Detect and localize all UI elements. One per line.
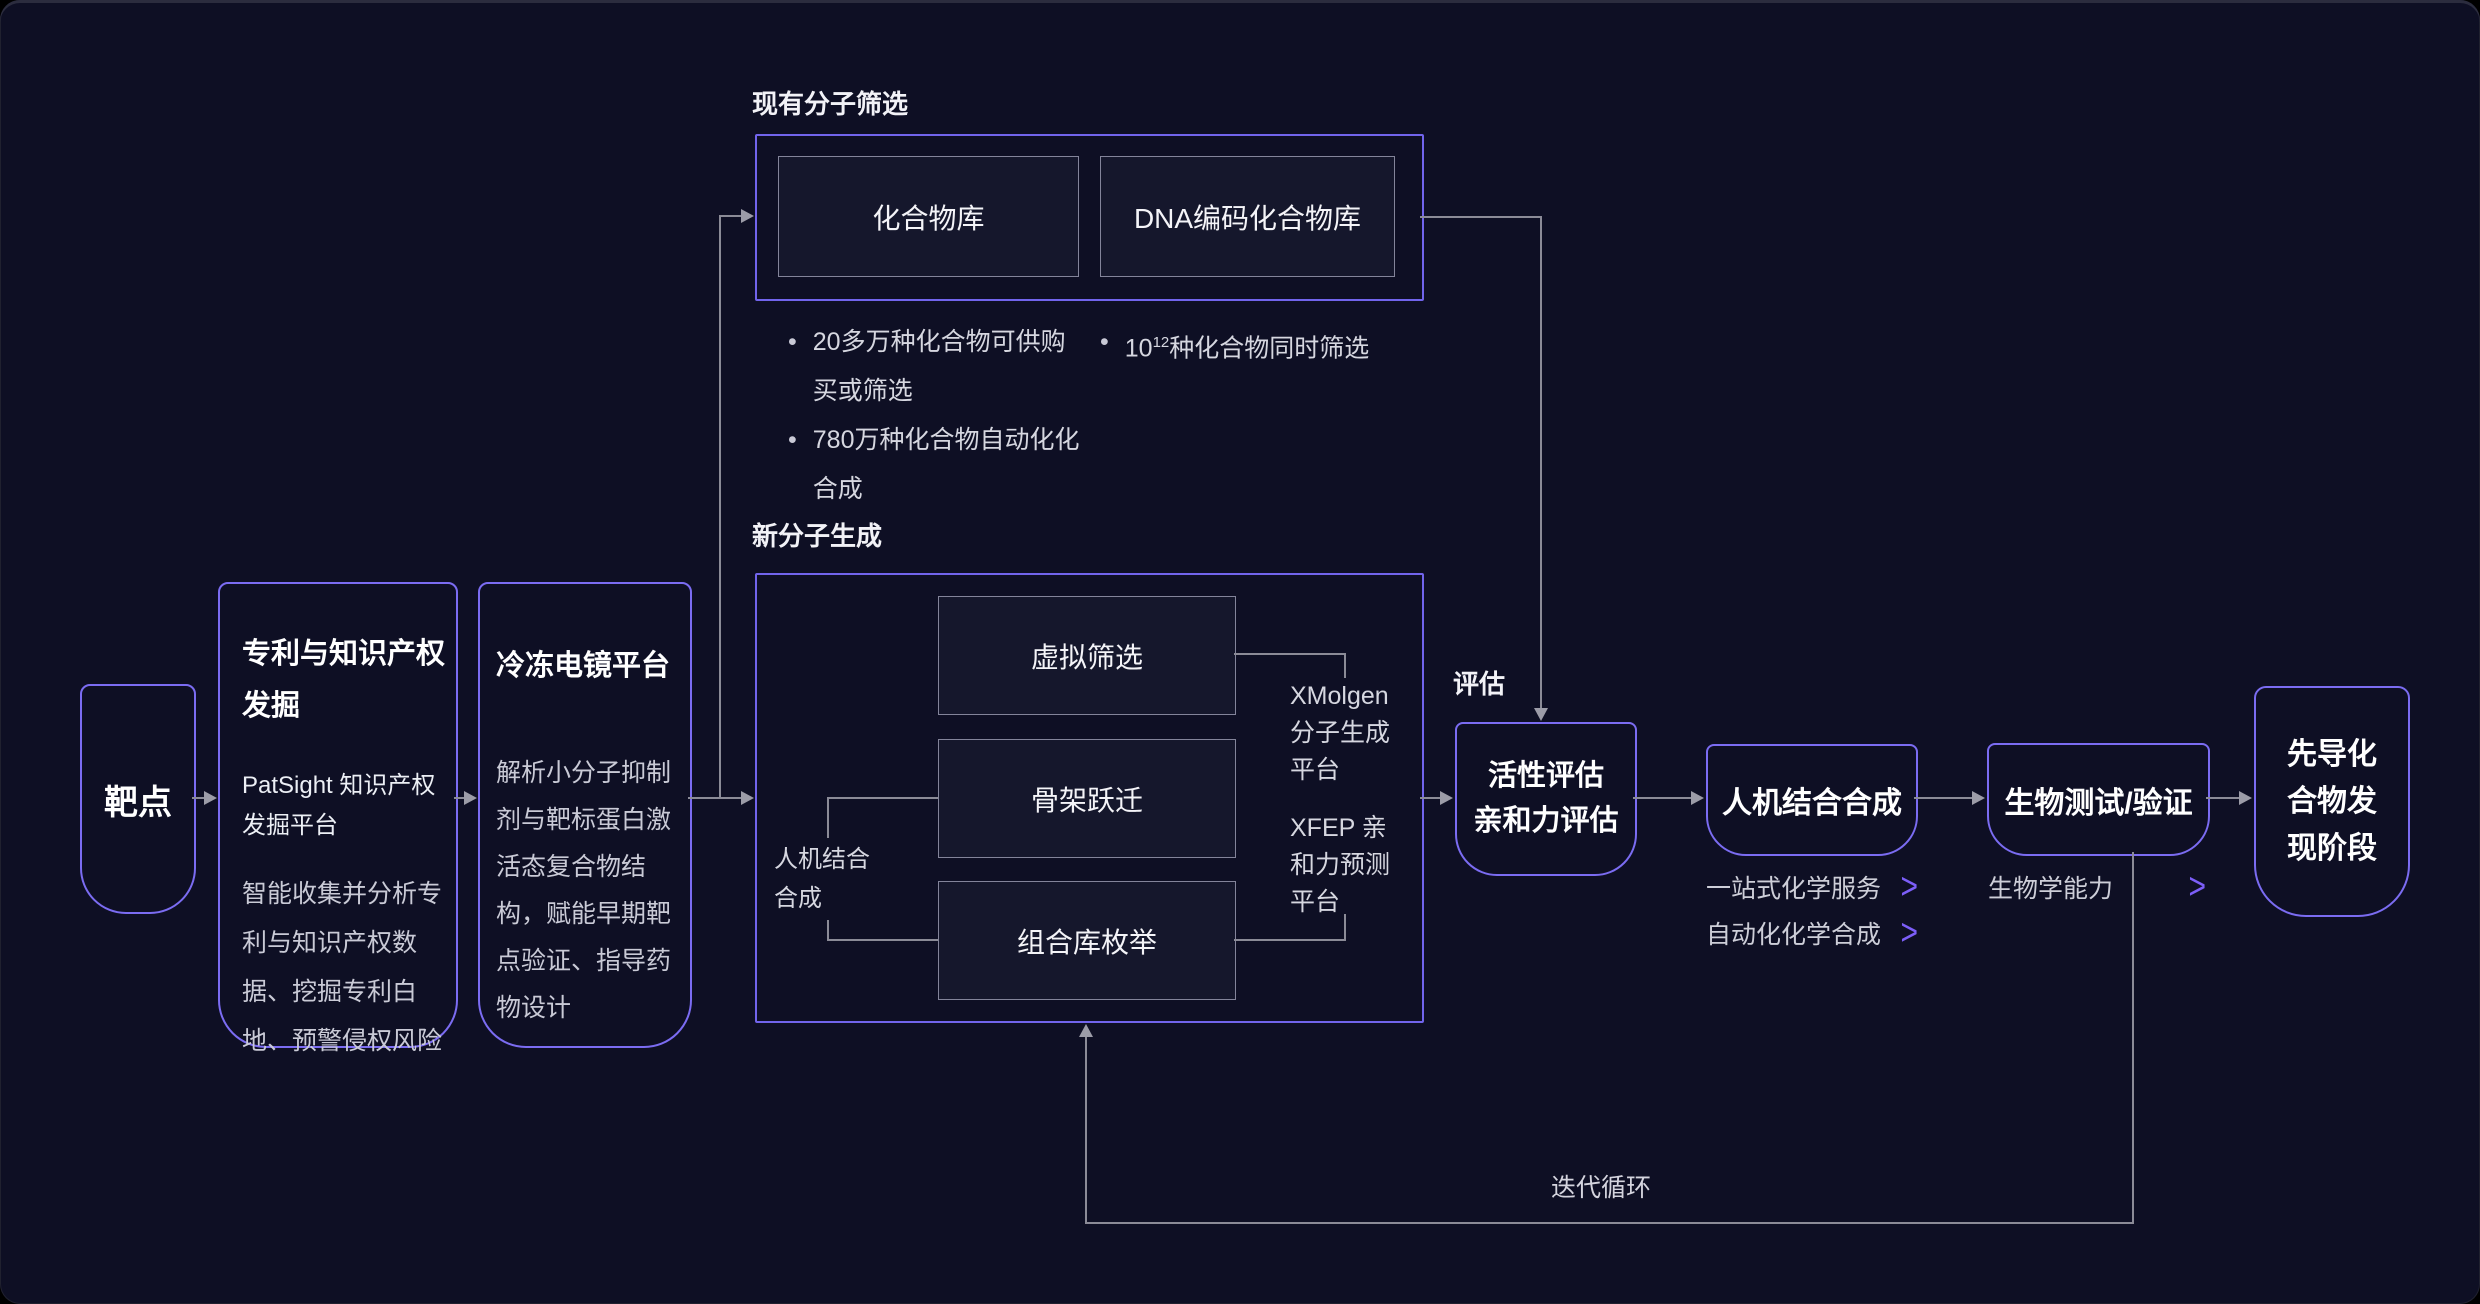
activity-evaluation-box: 活性评估 亲和力评估 xyxy=(1455,722,1637,876)
loop-right-vertical xyxy=(2132,852,2134,1224)
lead-compound-stage-box: 先导化 合物发 现阶段 xyxy=(2254,686,2410,917)
chevron-right-icon: > xyxy=(1900,911,1918,953)
compound-library-box: 化合物库 xyxy=(778,156,1079,277)
human-machine-synthesis-box: 人机结合合成 xyxy=(1706,744,1918,856)
dna-encoded-library-box: DNA编码化合物库 xyxy=(1100,156,1395,277)
cryoem-stage-box: 冷冻电镜平台 解析小分子抑制剂与靶标蛋白激活态复合物结构，赋能早期靶点验证、指导… xyxy=(478,582,692,1048)
synthesis-links: 一站式化学服务 > 自动化化学合成 > xyxy=(1706,864,1918,956)
connector-patent-cryoem xyxy=(454,797,466,799)
arrowhead-generation-eval xyxy=(1440,791,1453,805)
xmolgen-connector-h xyxy=(1234,653,1346,655)
chevron-right-icon: > xyxy=(1900,865,1918,907)
screening-to-eval-v xyxy=(1540,216,1542,712)
arrowhead-target-patent xyxy=(204,791,217,805)
connector-generation-eval xyxy=(1420,797,1442,799)
connector-cryoem-generation xyxy=(688,797,743,799)
loop-bottom-horizontal xyxy=(1085,1222,2134,1224)
connector-eval-synthesis xyxy=(1633,797,1693,799)
bracket-top-line xyxy=(827,797,938,799)
bullet-dot: • xyxy=(788,328,797,356)
arrowhead-into-evaluation xyxy=(1534,708,1548,721)
xfep-platform-note: XFEP 亲 和力预测 平台 xyxy=(1290,814,1391,916)
iteration-loop-label: 迭代循环 xyxy=(1550,1174,1651,1202)
virtual-screening-box: 虚拟筛选 xyxy=(938,596,1236,715)
connector-biotest-lead xyxy=(2206,797,2242,799)
loop-left-vertical xyxy=(1085,1036,1087,1224)
human-machine-bracket-label: 人机结合 合成 xyxy=(774,838,878,920)
xmolgen-connector-v xyxy=(1344,653,1346,678)
bullet-text: 780万种化合物自动化化合成 xyxy=(812,426,1080,503)
lead-compound-stage-label: 先导化 合物发 现阶段 xyxy=(2287,738,2377,865)
branch-up-vertical xyxy=(719,215,721,799)
cryoem-description: 解析小分子抑制剂与靶标蛋白激活态复合物结构，赋能早期靶点验证、指导药物设计 xyxy=(496,759,672,1022)
chevron-right-icon: > xyxy=(2188,865,2206,907)
bullet-item: • 1012种化合物同时筛选 xyxy=(1100,318,1369,373)
bullet-text: 1012种化合物同时筛选 xyxy=(1124,334,1370,363)
bullet-dot: • xyxy=(1100,328,1109,356)
library-enumeration-label: 组合库枚举 xyxy=(1016,926,1157,958)
section-label-new-molecule: 新分子生成 xyxy=(752,521,883,551)
xmolgen-platform-note: XMolgen 分子生成 平台 xyxy=(1290,682,1391,784)
patent-ip-title: 专利与知识产权发掘 xyxy=(242,638,446,722)
screening-bullets-left: • 20多万种化合物可供购买或筛选 • 780万种化合物自动化化合成 xyxy=(788,318,1087,514)
scaffold-hopping-box: 骨架跃迁 xyxy=(938,739,1236,858)
one-stop-chemistry-label: 一站式化学服务 xyxy=(1706,875,1882,903)
target-stage-box: 靶点 xyxy=(80,684,196,914)
arrowhead-into-generation xyxy=(741,791,754,805)
bio-testing-box: 生物测试/验证 xyxy=(1987,743,2210,856)
bullet-dot: • xyxy=(788,426,797,454)
biology-capability-link[interactable]: 生物学能力 > xyxy=(1988,864,2206,910)
screening-bullets-right: • 1012种化合物同时筛选 xyxy=(1100,318,1369,373)
bracket-bottom-line xyxy=(827,939,938,941)
xfep-connector-v xyxy=(1344,914,1346,941)
automated-synthesis-link[interactable]: 自动化化学合成 > xyxy=(1706,910,1918,956)
section-label-evaluate: 评估 xyxy=(1453,669,1506,699)
biology-capability-label: 生物学能力 xyxy=(1988,875,2114,903)
patent-ip-description: 智能收集并分析专利与知识产权数据、挖掘专利白地、预警侵权风险 xyxy=(242,880,443,1055)
virtual-screening-label: 虚拟筛选 xyxy=(1030,641,1143,673)
arrowhead-patent-cryoem xyxy=(464,791,477,805)
connector-synthesis-biotest xyxy=(1914,797,1974,799)
arrowhead-eval-synthesis xyxy=(1691,791,1704,805)
connector-target-patent xyxy=(192,797,206,799)
biotest-links: 生物学能力 > xyxy=(1988,864,2206,910)
scaffold-hopping-label: 骨架跃迁 xyxy=(1030,784,1143,816)
bio-testing-label: 生物测试/验证 xyxy=(2004,786,2193,820)
activity-evaluation-label: 活性评估 亲和力评估 xyxy=(1473,760,1619,837)
xfep-connector-h xyxy=(1234,939,1345,941)
branch-into-screening-h xyxy=(719,215,744,217)
automated-synthesis-label: 自动化化学合成 xyxy=(1706,921,1882,949)
bullet-text: 20多万种化合物可供购买或筛选 xyxy=(812,328,1066,405)
arrowhead-biotest-lead xyxy=(2239,791,2252,805)
target-stage-label: 靶点 xyxy=(104,783,172,822)
section-label-existing-screening: 现有分子筛选 xyxy=(752,89,909,119)
cryoem-title: 冷冻电镜平台 xyxy=(496,650,671,682)
screening-to-eval-h xyxy=(1420,216,1542,218)
one-stop-chemistry-link[interactable]: 一站式化学服务 > xyxy=(1706,864,1918,910)
arrowhead-loop-up xyxy=(1079,1024,1093,1037)
human-machine-synthesis-label: 人机结合合成 xyxy=(1722,787,1902,820)
compound-library-label: 化合物库 xyxy=(872,202,985,234)
patent-ip-stage-box: 专利与知识产权发掘 PatSight 知识产权发掘平台 智能收集并分析专利与知识… xyxy=(218,582,458,1055)
dna-encoded-library-label: DNA编码化合物库 xyxy=(1133,202,1362,234)
library-enumeration-box: 组合库枚举 xyxy=(938,881,1236,1000)
patsight-platform-subtitle: PatSight 知识产权发掘平台 xyxy=(242,772,436,839)
arrowhead-into-screening xyxy=(741,209,754,223)
arrowhead-synthesis-biotest xyxy=(1972,791,1985,805)
bullet-item: • 20多万种化合物可供购买或筛选 xyxy=(788,318,1087,416)
bullet-item: • 780万种化合物自动化化合成 xyxy=(788,416,1087,514)
